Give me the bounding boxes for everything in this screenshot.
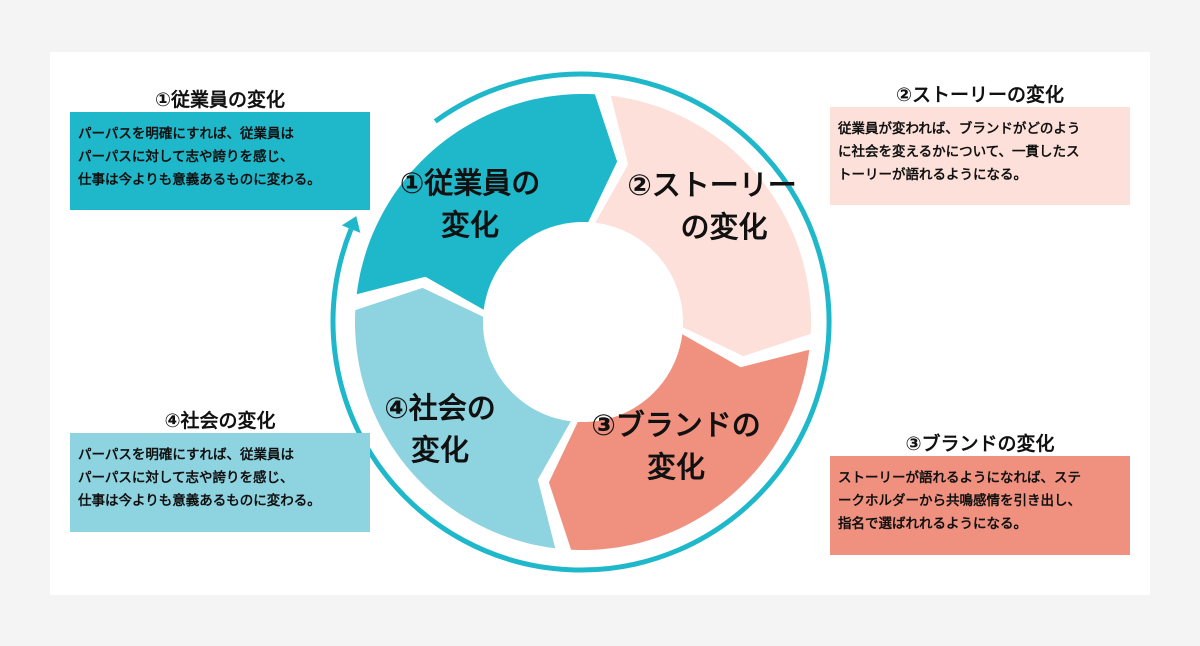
text-line: パーパスに対して志や誇りを感じ、: [78, 470, 294, 486]
box-title-brand: ③ブランドの変化: [905, 433, 1055, 455]
text-line: 仕事は今よりも意義あるものに変わる。: [78, 172, 321, 188]
description-box-story: 従業員が変われば、ブランドがどのように社会を変えるかについて、一貫したストーリー…: [830, 107, 1130, 205]
text-line: パーパスに対して志や誇りを感じ、: [78, 149, 294, 165]
text-line: 従業員が変われば、ブランドがどのよう: [838, 121, 1081, 137]
box-title-story: ②ストーリーの変化: [895, 84, 1065, 106]
segment-label-brand: ③ブランドの変化: [591, 408, 761, 484]
cycle-segment-society: [355, 287, 571, 549]
segment-label-story: ②ストーリーの変化: [627, 168, 797, 244]
box-title-employee: ①従業員の変化: [154, 89, 286, 111]
cycle-segment-employee: [356, 94, 618, 310]
ring-arrowhead-icon: [341, 216, 361, 233]
text-line: ストーリーが語れるようになれば、ステ: [838, 470, 1081, 486]
text-line: に社会を変えるかについて、一貫したス: [838, 144, 1080, 160]
cycle-segment-brand: [548, 334, 810, 550]
description-box-brand: ストーリーが語れるようになれば、ステークホルダーから共鳴感情を引き出し、指名で選…: [830, 456, 1130, 555]
text-line: トーリーが語れるようになる。: [838, 167, 1027, 183]
cycle-segment-story: [595, 95, 811, 357]
text-line: 指名で選ばれれるようになる。: [838, 516, 1027, 532]
text-line: パーパスを明確にすれば、従業員は: [78, 126, 294, 142]
text-line: ークホルダーから共鳴感情を引き出し、: [838, 493, 1081, 509]
description-box-employee: パーパスを明確にすれば、従業員はパーパスに対して志や誇りを感じ、仕事は今よりも意…: [70, 112, 370, 210]
description-box-society: パーパスを明確にすれば、従業員はパーパスに対して志や誇りを感じ、仕事は今よりも意…: [70, 433, 370, 532]
text-line: 仕事は今よりも意義あるものに変わる。: [78, 493, 321, 509]
box-title-society: ④社会の変化: [164, 410, 276, 432]
segment-label-employee: ①従業員の変化: [399, 166, 541, 242]
segment-label-society: ④社会の変化: [384, 391, 496, 467]
text-line: パーパスを明確にすれば、従業員は: [78, 447, 294, 463]
